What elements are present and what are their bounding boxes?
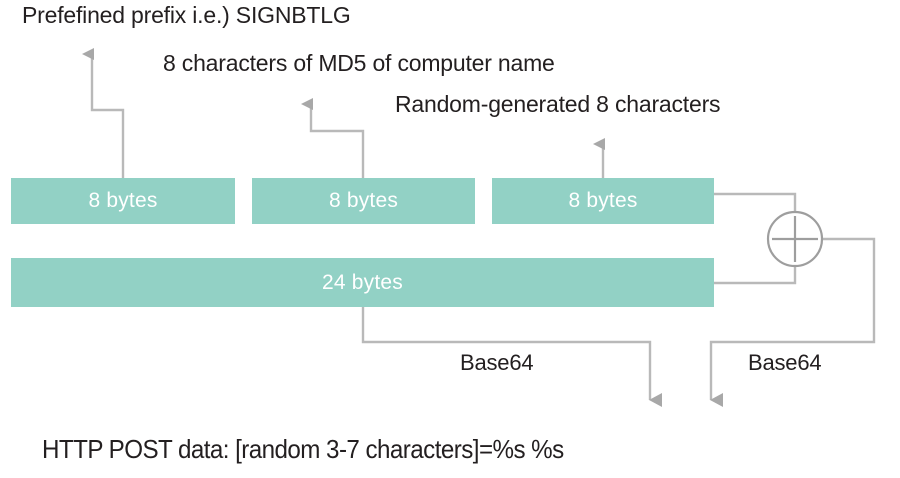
combined-block[interactable]: 24 bytes <box>11 258 714 307</box>
prefix-block[interactable]: 8 bytes <box>11 178 235 224</box>
random-block[interactable]: 8 bytes <box>492 178 714 224</box>
combined-block-label: 24 bytes <box>322 270 403 294</box>
combined-to-post-connector <box>361 307 662 407</box>
base64-right-label: Base64 <box>748 350 822 375</box>
callout-md5-connector <box>301 98 365 178</box>
callout-prefix-connector <box>82 48 125 178</box>
md5-block-label: 8 bytes <box>328 189 399 212</box>
prefix-annotation: Prefefined prefix i.e.) SIGNBTLG <box>22 2 351 28</box>
prefix-block-label: 8 bytes <box>88 189 158 212</box>
xor-operator-icon <box>766 210 824 268</box>
random-annotation: Random-generated 8 characters <box>395 91 721 117</box>
md5-block[interactable]: 8 bytes <box>252 178 475 224</box>
http-post-data-text: HTTP POST data: [random 3-7 characters]=… <box>42 434 564 464</box>
md5-annotation: 8 characters of MD5 of computer name <box>163 50 555 76</box>
operator-to-post-connector <box>709 237 876 407</box>
combined-to-operator-connector <box>714 266 797 285</box>
random-block-label: 8 bytes <box>568 189 638 212</box>
random-to-operator-connector <box>714 192 797 212</box>
base64-left-label: Base64 <box>460 350 534 375</box>
